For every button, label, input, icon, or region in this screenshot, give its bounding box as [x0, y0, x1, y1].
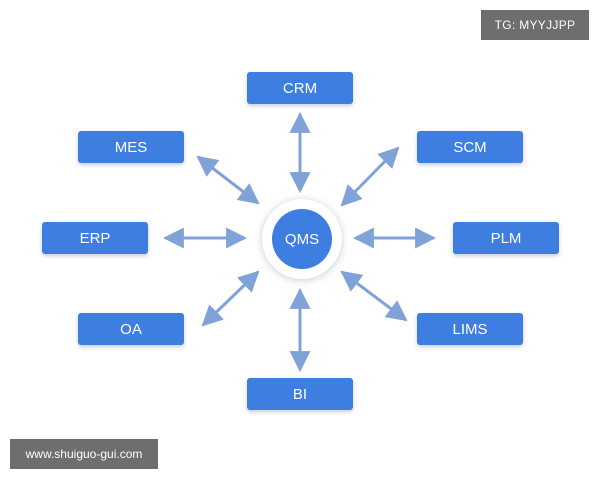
node-bi: BI — [247, 378, 353, 410]
node-crm: CRM — [247, 72, 353, 104]
node-lims: LIMS — [417, 313, 523, 345]
watermark-bottom-left: www.shuiguo-gui.com — [10, 439, 158, 469]
node-scm: SCM — [417, 131, 523, 163]
arrow-qms-mes — [196, 155, 260, 205]
node-mes: MES — [78, 131, 184, 163]
node-erp: ERP — [42, 222, 148, 254]
node-oa: OA — [78, 313, 184, 345]
node-plm: PLM — [453, 222, 559, 254]
arrow-qms-scm — [340, 146, 400, 207]
watermark-top-right: TG: MYYJJPP — [481, 10, 589, 40]
hub-node-qms: QMS — [272, 209, 332, 269]
arrow-qms-oa — [201, 270, 260, 327]
arrow-qms-lims — [340, 270, 408, 322]
